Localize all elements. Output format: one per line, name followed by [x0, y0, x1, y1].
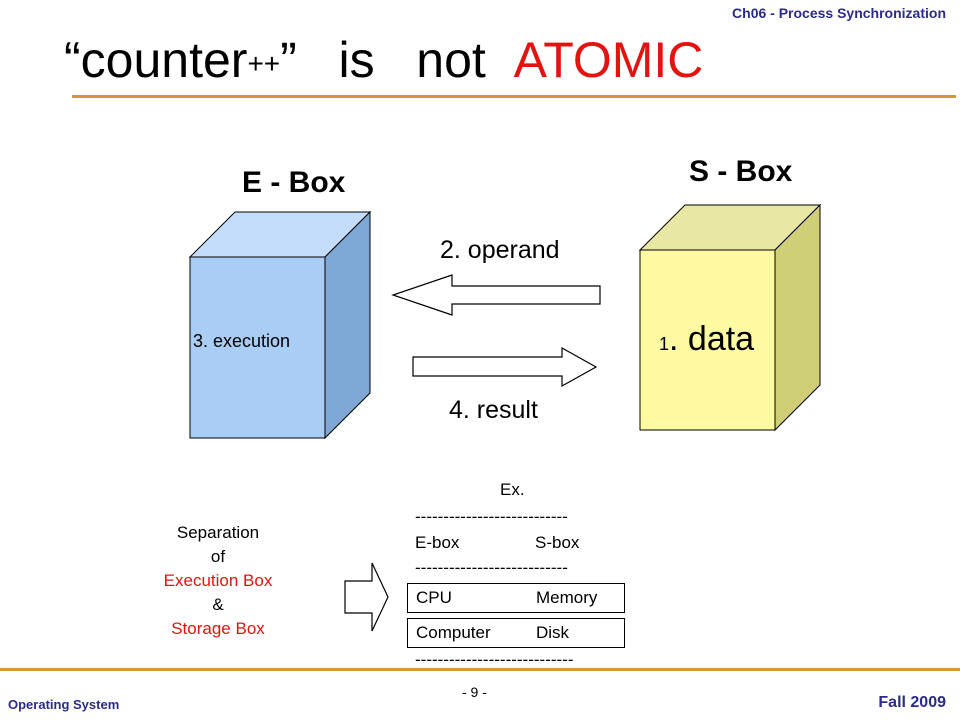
footer-divider	[0, 668, 960, 671]
title-atomic: ATOMIC	[513, 32, 704, 88]
ebox-label: E - Box	[242, 166, 346, 199]
title-divider	[72, 95, 956, 98]
table-cell-sbox: Memory	[536, 588, 598, 607]
separation-line-5: Storage Box	[171, 619, 265, 638]
separation-line-2: of	[210, 547, 226, 566]
footer-term: Fall 2009	[878, 694, 946, 711]
sbox-label: S - Box	[689, 155, 793, 188]
example-header-ebox: E-box	[415, 533, 460, 552]
ebox-front-face	[189, 256, 326, 439]
chapter-header: Ch06 - Process Synchronization	[732, 5, 946, 21]
table-row: Computer Disk	[407, 618, 625, 648]
example-rule-1: ---------------------------	[415, 507, 568, 526]
result-label: 4. result	[449, 396, 538, 424]
operand-arrow	[391, 274, 601, 316]
example-header-row: E-box S-box	[415, 533, 579, 553]
separation-line-4: &	[212, 595, 224, 614]
sbox-front-face	[639, 249, 776, 431]
example-rule-3: ----------------------------	[415, 650, 574, 669]
separation-arrow	[344, 562, 389, 632]
title-middle: is not	[338, 32, 486, 88]
footer-page-number: - 9 -	[462, 684, 487, 700]
separation-line-1: Separation	[176, 523, 260, 542]
title-close-quote: ”	[280, 32, 297, 88]
table-cell-sbox: Disk	[536, 623, 570, 642]
separation-caption: Separation of Execution Box & Storage Bo…	[140, 521, 296, 641]
separation-line-3: Execution Box	[163, 571, 273, 590]
table-cell-ebox: CPU	[416, 588, 452, 607]
ebox-cube	[188, 210, 372, 440]
page-title: “counter++” is not ATOMIC	[64, 30, 703, 98]
title-plusplus: ++	[247, 48, 281, 79]
footer-course: Operating System	[8, 697, 120, 712]
sbox-front-text: 1. data	[659, 320, 754, 359]
sbox-cube	[638, 203, 822, 432]
example-rule-2: ---------------------------	[415, 558, 568, 577]
example-header-sbox: S-box	[535, 533, 580, 552]
table-cell-ebox: Computer	[416, 623, 491, 642]
ebox-front-text: 3. execution	[193, 331, 291, 351]
result-arrow	[412, 346, 598, 388]
sbox-front-number: 1	[659, 334, 670, 354]
title-counter: “counter	[64, 32, 248, 88]
example-heading: Ex.	[500, 480, 525, 499]
sbox-front-word: . data	[669, 320, 755, 358]
table-row: CPU Memory	[407, 583, 625, 613]
operand-label: 2. operand	[440, 236, 560, 264]
